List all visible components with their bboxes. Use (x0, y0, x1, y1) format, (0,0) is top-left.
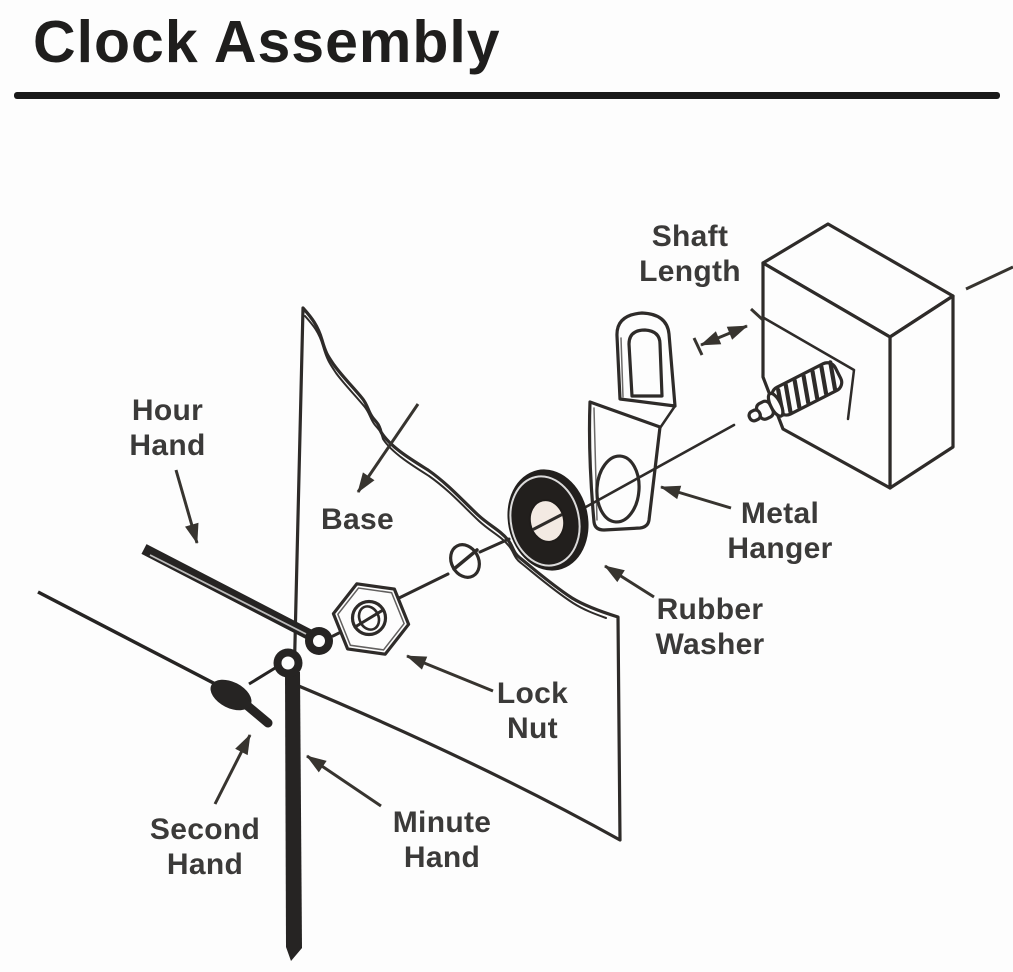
label-text: Rubber (656, 593, 764, 626)
label-text: Metal (740, 497, 820, 530)
hour-hand-arrow (174, 469, 199, 544)
dimension-tick-right (749, 307, 765, 322)
assembly-axis-line-right (582, 423, 736, 510)
label-text: Hand (166, 848, 244, 882)
label-text: Minute (392, 806, 492, 839)
hanger-keyhole (627, 328, 664, 398)
label-text: Base (321, 503, 394, 536)
lock-nut (331, 582, 411, 656)
second-hand (37, 590, 281, 728)
shaft-threads (776, 360, 838, 417)
label-minute-hand: Minute Hand (352, 805, 532, 875)
minute-hand-arrow (306, 754, 382, 808)
hand-mounting-hubs (273, 627, 333, 678)
base-arrow (356, 403, 420, 493)
threaded-shaft (747, 360, 844, 423)
label-text: Hand (403, 841, 481, 875)
clock-movement-box (761, 222, 955, 490)
label-metal-hanger: Metal Hanger (690, 496, 870, 566)
label-rubber-washer: Rubber Washer (620, 592, 800, 662)
lock-nut-arrow (406, 654, 494, 693)
leader-arrows (174, 265, 1013, 808)
title-underline (14, 92, 1000, 99)
label-text: Second (149, 813, 261, 846)
rubber-washer-arrow (604, 564, 655, 599)
label-text: Hanger (727, 532, 833, 566)
label-text: Lock (496, 677, 569, 710)
label-lock-nut: Lock Nut (455, 676, 610, 746)
small-washer (449, 543, 481, 579)
label-text: Nut (507, 712, 558, 746)
page-title: Clock Assembly (33, 9, 501, 75)
rubber-washer-rim-highlight (509, 475, 581, 567)
rubber-washer (507, 469, 589, 571)
cropped-corner-line (965, 265, 1013, 291)
label-text: Washer (655, 628, 765, 662)
label-text: Hand (129, 429, 206, 463)
hour-hand (141, 544, 317, 642)
label-text: Hour (131, 394, 204, 427)
base-wavy-inner-edge (304, 315, 607, 619)
label-hour-hand: Hour Hand (80, 393, 255, 463)
minute-hand (285, 672, 302, 961)
shaft-length-dimension-arrow (700, 324, 748, 347)
dimension-tick-left (692, 337, 704, 356)
label-second-hand: Second Hand (115, 812, 295, 882)
second-hand-arrow (213, 734, 252, 805)
label-shaft-length: Shaft Length (600, 219, 780, 289)
metal-hanger (587, 311, 677, 532)
metal-hanger-arrow (660, 485, 732, 510)
label-base: Base (280, 502, 435, 537)
shaft-tip (747, 408, 762, 423)
label-text: Length (639, 255, 741, 289)
label-text: Shaft (651, 220, 729, 253)
box-shaft-recess (762, 316, 856, 421)
